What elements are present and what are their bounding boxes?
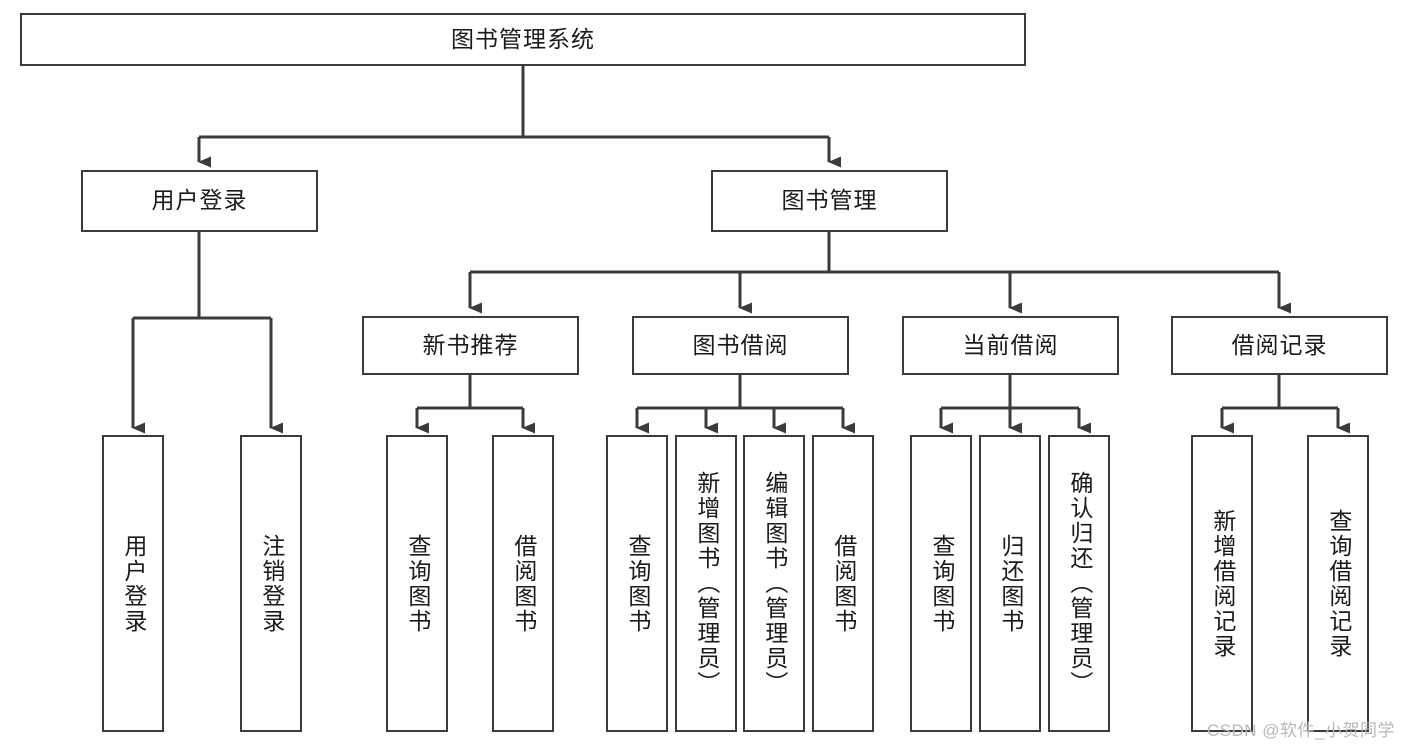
leaf-label: 查询图书 xyxy=(624,533,651,634)
leaf-record-add-record[interactable]: 新增借阅记录 xyxy=(1191,435,1253,732)
leaf-new-book-query[interactable]: 查询图书 xyxy=(386,435,448,732)
node-user-login[interactable]: 用户登录 xyxy=(81,170,318,232)
leaf-user-login-logout[interactable]: 注销登录 xyxy=(240,435,302,732)
node-current-borrow[interactable]: 当前借阅 xyxy=(902,316,1119,375)
leaf-label: 查询借阅记录 xyxy=(1325,508,1352,659)
node-borrow-record[interactable]: 借阅记录 xyxy=(1171,316,1388,375)
leaf-borrow-query-book[interactable]: 查询图书 xyxy=(606,435,668,732)
leaf-label: 注销登录 xyxy=(258,533,285,634)
leaf-new-book-borrow[interactable]: 借阅图书 xyxy=(492,435,554,732)
node-current-borrow-label: 当前借阅 xyxy=(962,331,1059,358)
leaf-label: 借阅图书 xyxy=(510,533,537,634)
leaf-borrow-edit-book-admin[interactable]: 编辑图书（管理员） xyxy=(743,435,805,732)
leaf-label: 编辑图书（管理员） xyxy=(761,471,788,696)
leaf-borrow-add-book-admin[interactable]: 新增图书（管理员） xyxy=(675,435,737,732)
node-new-book-recommend-label: 新书推荐 xyxy=(422,331,519,358)
watermark: CSDN @软件_小贺同学 xyxy=(1206,721,1395,740)
leaf-record-query-record[interactable]: 查询借阅记录 xyxy=(1307,435,1369,732)
leaf-label: 用户登录 xyxy=(120,533,147,634)
node-book-management-label: 图书管理 xyxy=(781,187,878,214)
node-new-book-recommend[interactable]: 新书推荐 xyxy=(362,316,579,375)
node-book-management[interactable]: 图书管理 xyxy=(711,170,948,232)
node-borrow-record-label: 借阅记录 xyxy=(1231,331,1328,358)
leaf-label: 归还图书 xyxy=(997,533,1024,634)
leaf-current-query-book[interactable]: 查询图书 xyxy=(910,435,972,732)
leaf-label: 新增图书（管理员） xyxy=(693,471,720,696)
leaf-label: 查询图书 xyxy=(928,533,955,634)
leaf-label: 借阅图书 xyxy=(830,533,857,634)
leaf-label: 确认归还（管理员） xyxy=(1066,471,1093,696)
leaf-user-login-login[interactable]: 用户登录 xyxy=(102,435,164,732)
leaf-label: 查询图书 xyxy=(404,533,431,634)
leaf-borrow-borrow-book[interactable]: 借阅图书 xyxy=(812,435,874,732)
leaf-current-return-book[interactable]: 归还图书 xyxy=(979,435,1041,732)
node-root-label: 图书管理系统 xyxy=(451,25,595,52)
leaf-current-confirm-return-admin[interactable]: 确认归还（管理员） xyxy=(1048,435,1110,732)
node-book-borrow[interactable]: 图书借阅 xyxy=(632,316,849,375)
node-book-borrow-label: 图书借阅 xyxy=(692,331,789,358)
leaf-label: 新增借阅记录 xyxy=(1209,508,1236,659)
node-user-login-label: 用户登录 xyxy=(151,187,248,214)
node-root[interactable]: 图书管理系统 xyxy=(20,13,1026,66)
